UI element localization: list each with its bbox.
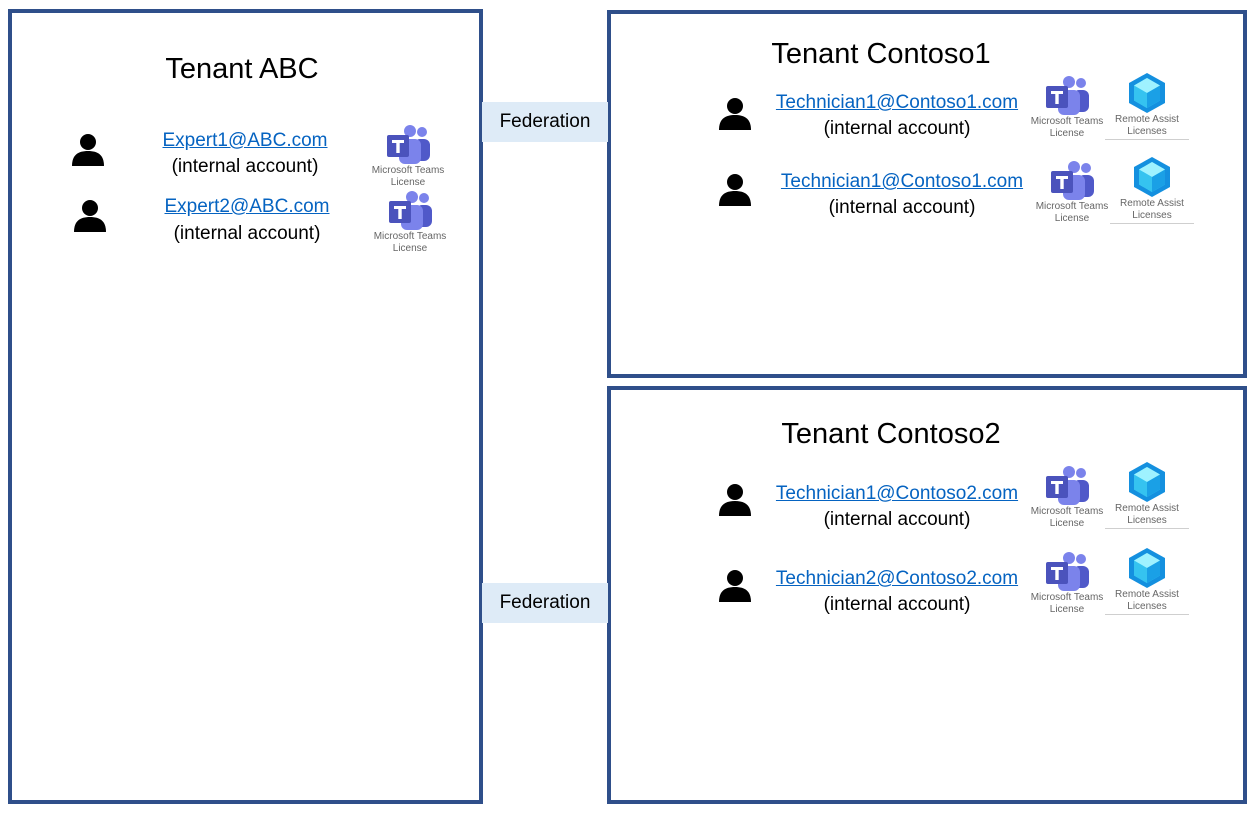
remote-assist-license: Remote Assist Licenses bbox=[1105, 547, 1189, 615]
teams-license: Microsoft Teams License bbox=[368, 191, 452, 255]
microsoft-teams-icon bbox=[1043, 76, 1091, 116]
remote-assist-icon bbox=[1127, 461, 1167, 503]
teams-license: Microsoft Teams License bbox=[1030, 161, 1114, 225]
remote-assist-icon bbox=[1132, 156, 1172, 198]
teams-license: Microsoft Teams License bbox=[366, 125, 450, 189]
teams-license: Microsoft Teams License bbox=[1025, 76, 1109, 140]
teams-license: Microsoft Teams License bbox=[1025, 466, 1109, 530]
remote-assist-license: Remote Assist Licenses bbox=[1105, 461, 1189, 529]
user-icon bbox=[717, 96, 753, 132]
teams-license-label: Microsoft Teams License bbox=[373, 231, 447, 254]
remote-assist-license: Remote Assist Licenses bbox=[1105, 72, 1189, 140]
account-type-label: (internal account) bbox=[823, 509, 971, 530]
remote-assist-license-label: Remote Assist Licenses bbox=[1105, 114, 1189, 140]
federation-label-top: Federation bbox=[482, 102, 608, 142]
user-email-link[interactable]: Technician1@Contoso1.com bbox=[780, 171, 1024, 192]
user-email-link[interactable]: Expert2@ABC.com bbox=[164, 196, 330, 217]
remote-assist-license-label: Remote Assist Licenses bbox=[1105, 503, 1189, 529]
teams-license-label: Microsoft Teams License bbox=[371, 165, 445, 188]
user-email-link[interactable]: Technician1@Contoso2.com bbox=[775, 483, 1019, 504]
teams-license-label: Microsoft Teams License bbox=[1035, 201, 1109, 224]
account-type-label: (internal account) bbox=[828, 197, 976, 218]
microsoft-teams-icon bbox=[386, 191, 434, 231]
account-type-label: (internal account) bbox=[173, 223, 321, 244]
tenant-title: Tenant Contoso1 bbox=[771, 38, 991, 70]
tenant-title: Tenant Contoso2 bbox=[781, 418, 1001, 450]
teams-license-label: Microsoft Teams License bbox=[1030, 116, 1104, 139]
tenant-contoso1-box: Tenant Contoso1 Technician1@Contoso1.com… bbox=[607, 10, 1247, 378]
microsoft-teams-icon bbox=[1043, 552, 1091, 592]
remote-assist-license: Remote Assist Licenses bbox=[1110, 156, 1194, 224]
user-icon bbox=[717, 482, 753, 518]
tenant-title: Tenant ABC bbox=[165, 53, 319, 85]
remote-assist-license-label: Remote Assist Licenses bbox=[1110, 198, 1194, 224]
account-type-label: (internal account) bbox=[823, 118, 971, 139]
user-icon bbox=[72, 198, 108, 234]
remote-assist-icon bbox=[1127, 72, 1167, 114]
microsoft-teams-icon bbox=[1048, 161, 1096, 201]
microsoft-teams-icon bbox=[1043, 466, 1091, 506]
federation-label-bottom: Federation bbox=[482, 583, 608, 623]
tenant-contoso2-box: Tenant Contoso2 Technician1@Contoso2.com… bbox=[607, 386, 1247, 804]
teams-license-label: Microsoft Teams License bbox=[1030, 506, 1104, 529]
teams-license: Microsoft Teams License bbox=[1025, 552, 1109, 616]
user-icon bbox=[717, 568, 753, 604]
user-icon bbox=[70, 132, 106, 168]
user-email-link[interactable]: Technician1@Contoso1.com bbox=[775, 92, 1019, 113]
microsoft-teams-icon bbox=[384, 125, 432, 165]
tenant-abc-box: Tenant ABC Expert1@ABC.com (internal acc… bbox=[8, 9, 483, 804]
user-icon bbox=[717, 172, 753, 208]
user-email-link[interactable]: Technician2@Contoso2.com bbox=[775, 568, 1019, 589]
account-type-label: (internal account) bbox=[823, 594, 971, 615]
remote-assist-license-label: Remote Assist Licenses bbox=[1105, 589, 1189, 615]
remote-assist-icon bbox=[1127, 547, 1167, 589]
teams-license-label: Microsoft Teams License bbox=[1030, 592, 1104, 615]
user-email-link[interactable]: Expert1@ABC.com bbox=[162, 130, 328, 151]
account-type-label: (internal account) bbox=[171, 156, 319, 177]
